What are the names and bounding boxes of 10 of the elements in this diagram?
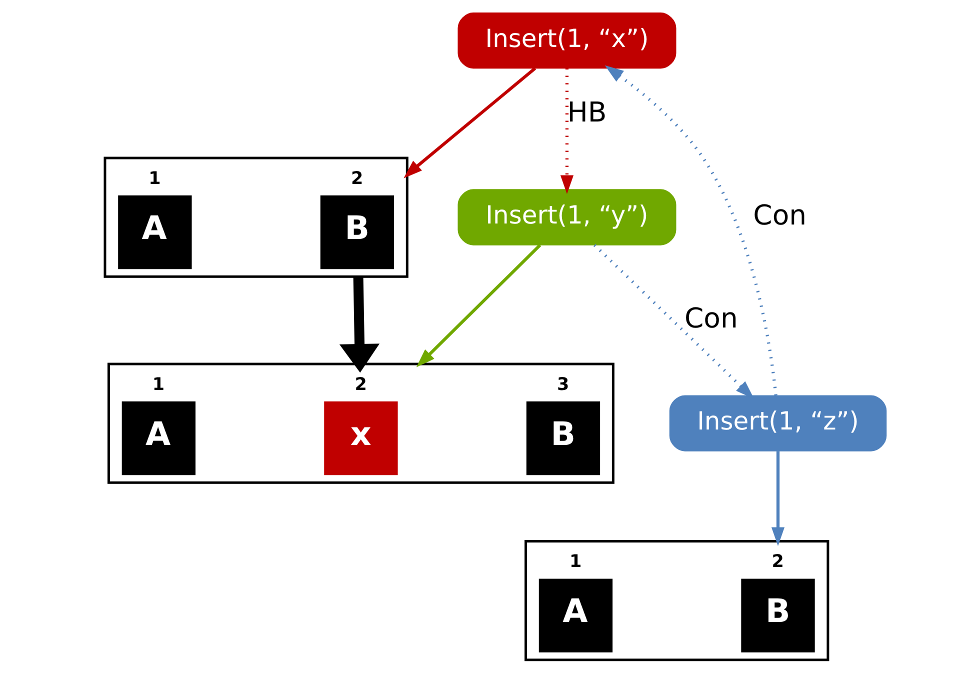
edge-label: Con: [684, 303, 738, 334]
node-label: 2: [354, 374, 366, 395]
node-label: 2: [771, 552, 784, 572]
node-label: 3: [556, 374, 569, 395]
node-label: 1: [152, 374, 164, 395]
edge-label: Con: [752, 200, 806, 232]
edge-label: HB: [566, 97, 606, 128]
node-label: 1: [568, 552, 582, 572]
node-label: 2: [350, 168, 363, 189]
node-label: 1: [148, 168, 160, 189]
